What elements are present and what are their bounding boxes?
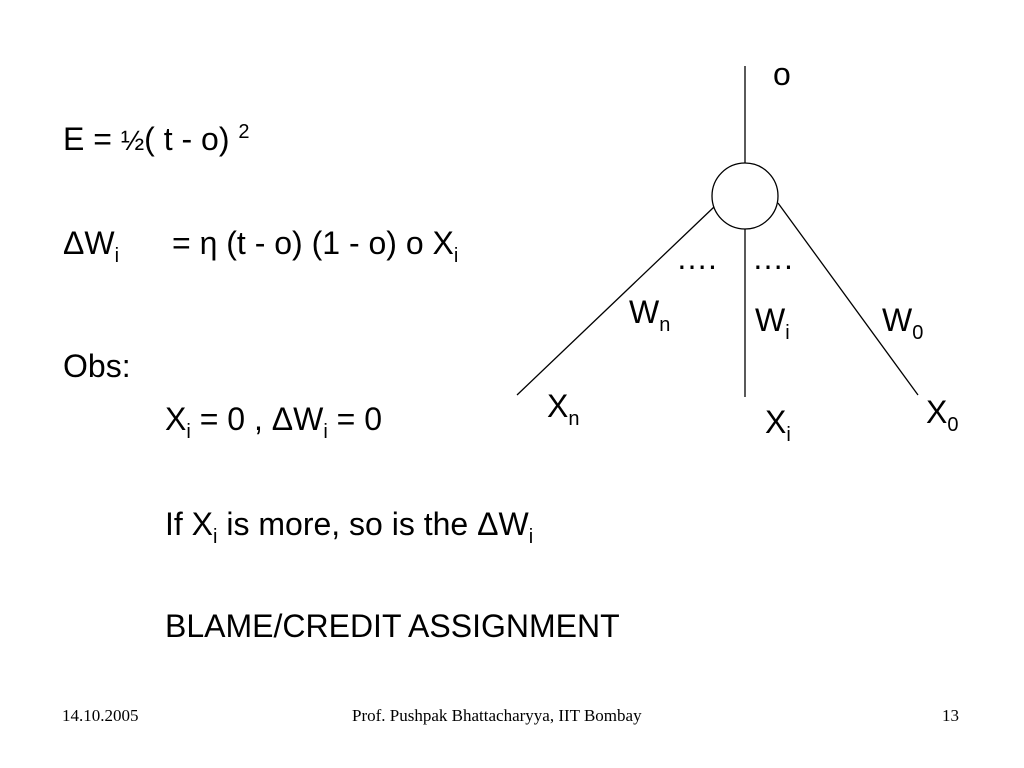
error-equation: E = ½( t - o) 2 bbox=[63, 121, 250, 157]
obs-line-3: BLAME/CREDIT ASSIGNMENT bbox=[165, 608, 620, 644]
input-label-n: Xn bbox=[547, 388, 580, 430]
dots-right: …. bbox=[752, 240, 793, 276]
footer-date: 14.10.2005 bbox=[62, 706, 139, 725]
obs-heading: Obs: bbox=[63, 348, 131, 384]
weight-label-n: Wn bbox=[629, 294, 671, 336]
error-rest: ( t - o) bbox=[144, 121, 239, 157]
input-line-n bbox=[516, 206, 715, 396]
error-half: ½ bbox=[120, 125, 145, 156]
delta-w: ΔW bbox=[63, 225, 115, 261]
weight-label-0: W0 bbox=[882, 302, 924, 344]
weight-update-rhs: = η (t - o) (1 - o) o Xi bbox=[172, 225, 458, 266]
error-lhs: E = bbox=[63, 121, 121, 157]
footer-author: Prof. Pushpak Bhattacharyya, IIT Bombay bbox=[352, 706, 642, 725]
input-line-0 bbox=[777, 202, 919, 396]
obs-line-1: Xi = 0 , ΔWi = 0 bbox=[165, 401, 383, 443]
error-exponent: 2 bbox=[238, 121, 250, 143]
neuron-node bbox=[711, 162, 779, 230]
delta-w-sub: i bbox=[114, 245, 120, 267]
weight-label-i: Wi bbox=[755, 302, 790, 344]
dots-left: …. bbox=[676, 240, 717, 276]
footer-page-number: 13 bbox=[942, 706, 959, 725]
obs-line-2: If Xi is more, so is the ΔWi bbox=[165, 506, 534, 548]
input-label-i: Xi bbox=[765, 404, 791, 446]
weight-update-expression: = η (t - o) (1 - o) o X bbox=[172, 225, 454, 261]
input-label-0: X0 bbox=[926, 394, 959, 436]
weight-update-expression-sub: i bbox=[453, 245, 459, 267]
output-label: o bbox=[773, 56, 791, 92]
weight-update-lhs: ΔWi bbox=[63, 225, 119, 266]
